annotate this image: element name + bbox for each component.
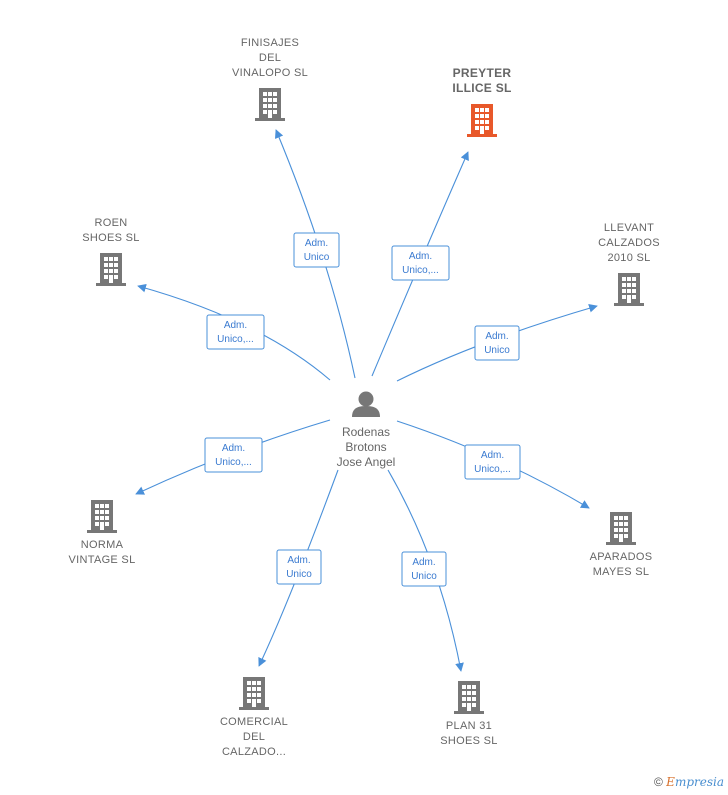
company-name-line: FINISAJES xyxy=(241,37,299,49)
company-name-line: PLAN 31 xyxy=(446,720,492,732)
role-text: Adm. xyxy=(222,443,245,454)
role-text: Adm. xyxy=(412,557,435,568)
building-icon xyxy=(87,500,117,533)
company-name-line: 2010 SL xyxy=(607,252,650,264)
building-icon xyxy=(454,681,484,714)
company-node-roen[interactable]: ROEN SHOES SL xyxy=(82,217,139,286)
company-name-line: DEL xyxy=(259,52,281,64)
role-text: Adm. xyxy=(485,331,508,342)
company-name-line: MAYES SL xyxy=(593,566,650,578)
role-text: Unico xyxy=(286,569,312,580)
role-text: Unico xyxy=(411,571,437,582)
role-label[interactable]: Adm. Unico,... xyxy=(204,437,263,473)
building-icon xyxy=(467,104,497,137)
building-icon xyxy=(255,88,285,121)
company-node-norma[interactable]: NORMA VINTAGE SL xyxy=(69,500,136,566)
role-text: Unico xyxy=(484,345,510,356)
company-node-plan31[interactable]: PLAN 31 SHOES SL xyxy=(440,681,497,747)
company-name-line: ROEN xyxy=(95,217,128,229)
role-text: Unico,... xyxy=(217,334,254,345)
role-box xyxy=(464,444,521,480)
role-text: Unico xyxy=(304,252,330,263)
role-box xyxy=(204,437,263,473)
company-name-line: LLEVANT xyxy=(604,222,654,234)
role-text: Adm. xyxy=(224,320,247,331)
brand-name: mpresia xyxy=(674,775,724,789)
company-name-line: SHOES SL xyxy=(440,735,497,747)
role-label[interactable]: Adm. Unico xyxy=(401,551,447,587)
center-name-line: Brotons xyxy=(345,440,386,454)
role-box xyxy=(293,232,340,268)
role-label[interactable]: Adm. Unico xyxy=(276,549,322,585)
role-label[interactable]: Adm. Unico,... xyxy=(464,444,521,480)
role-box xyxy=(206,314,265,350)
role-box xyxy=(474,325,520,361)
company-name-line: ILLICE SL xyxy=(452,81,511,95)
role-box xyxy=(401,551,447,587)
role-label[interactable]: Adm. Unico xyxy=(474,325,520,361)
building-icon xyxy=(614,273,644,306)
company-name-line: DEL xyxy=(243,731,265,743)
role-text: Adm. xyxy=(409,251,432,262)
person-icon xyxy=(352,391,380,417)
center-name-line: Rodenas xyxy=(342,425,390,439)
company-name-line: PREYTER xyxy=(453,66,512,80)
role-text: Adm. xyxy=(305,238,328,249)
building-icon xyxy=(606,512,636,545)
company-name-line: COMERCIAL xyxy=(220,716,288,728)
company-node-aparados[interactable]: APARADOS MAYES SL xyxy=(590,512,653,578)
role-text: Unico,... xyxy=(215,457,252,468)
role-label[interactable]: Adm. Unico,... xyxy=(391,245,450,281)
role-text: Unico,... xyxy=(474,464,511,475)
role-label[interactable]: Adm. Unico,... xyxy=(206,314,265,350)
company-name-line: CALZADOS xyxy=(598,237,660,249)
building-icon xyxy=(239,677,269,710)
company-node-comercial[interactable]: COMERCIAL DEL CALZADO... xyxy=(220,677,288,758)
role-text: Adm. xyxy=(287,555,310,566)
role-label[interactable]: Adm. Unico xyxy=(293,232,340,268)
copyright-icon: © xyxy=(653,775,663,789)
role-box xyxy=(276,549,322,585)
company-name-line: APARADOS xyxy=(590,551,653,563)
company-name-line: VINTAGE SL xyxy=(69,554,136,566)
footer-brand: © Empresia xyxy=(654,775,724,789)
company-name-line: CALZADO... xyxy=(222,746,286,758)
role-text: Unico,... xyxy=(402,265,439,276)
company-name-line: NORMA xyxy=(81,539,124,551)
brand-initial: E xyxy=(666,775,675,789)
building-icon xyxy=(96,253,126,286)
role-box xyxy=(391,245,450,281)
center-name-line: Jose Angel xyxy=(337,455,396,469)
company-node-llevant[interactable]: LLEVANT CALZADOS 2010 SL xyxy=(598,222,660,306)
company-name-line: VINALOPO SL xyxy=(232,67,308,79)
role-text: Adm. xyxy=(481,450,504,461)
center-person[interactable]: Rodenas Brotons Jose Angel xyxy=(337,391,396,470)
company-node-finisajes[interactable]: FINISAJES DEL VINALOPO SL xyxy=(232,37,308,121)
company-name-line: SHOES SL xyxy=(82,232,139,244)
